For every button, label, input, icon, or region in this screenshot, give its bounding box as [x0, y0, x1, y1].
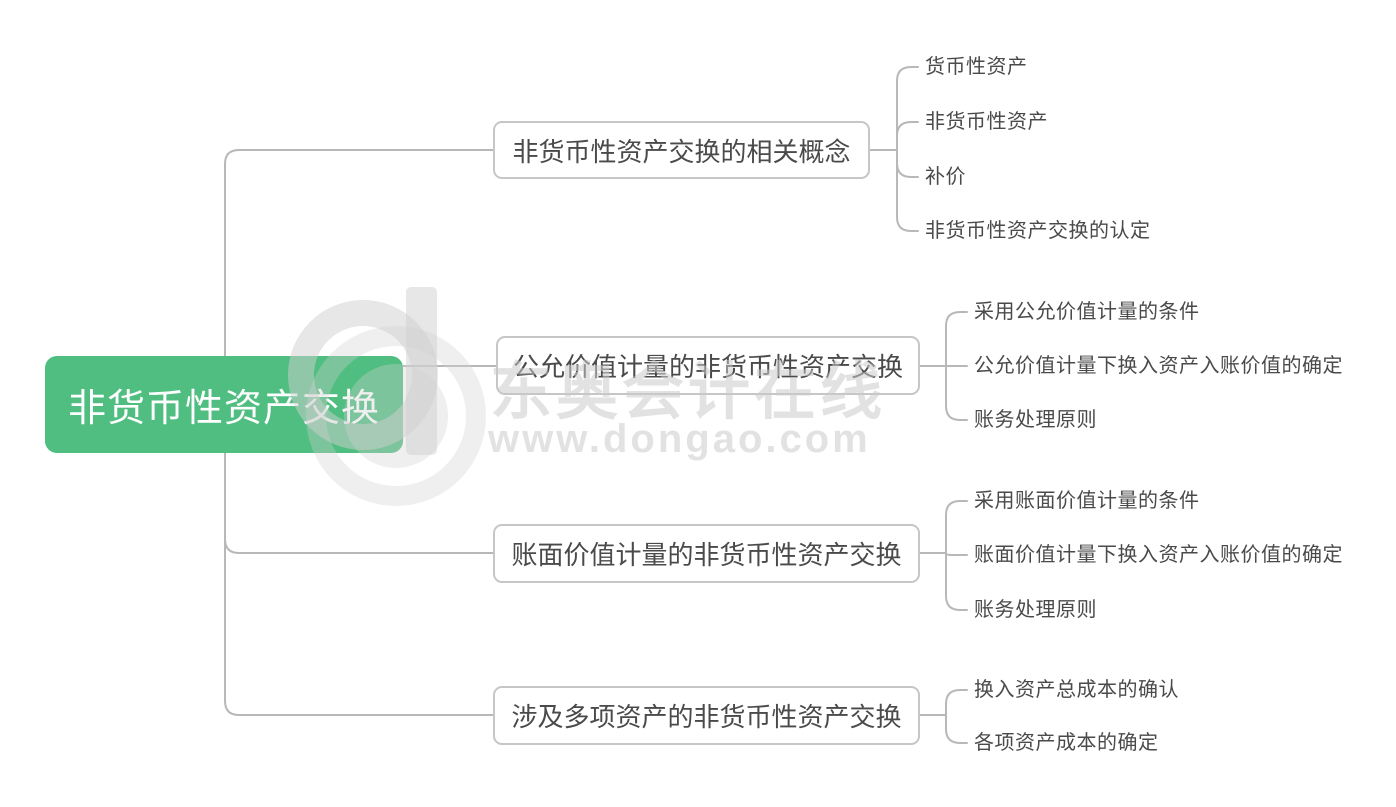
leaf-node[interactable]: 公允价值计量下换入资产入账价值的确定 — [974, 355, 1343, 377]
leaf-node[interactable]: 非货币性资产 — [925, 111, 1048, 133]
leaf-node[interactable]: 采用账面价值计量的条件 — [974, 490, 1200, 512]
leaf-node[interactable]: 补价 — [925, 166, 966, 188]
branch-node-label: 涉及多项资产的非货币性资产交换 — [511, 702, 902, 732]
branch-node-concepts[interactable]: 非货币性资产交换的相关概念 — [493, 121, 870, 179]
branch-node-label: 账面价值计量的非货币性资产交换 — [511, 540, 902, 570]
branch-node-book-value[interactable]: 账面价值计量的非货币性资产交换 — [493, 524, 920, 583]
leaf-node[interactable]: 各项资产成本的确定 — [974, 732, 1159, 754]
leaf-node[interactable]: 非货币性资产交换的认定 — [925, 220, 1151, 242]
branch-node-label: 非货币性资产交换的相关概念 — [512, 136, 851, 167]
branch-node-fair-value[interactable]: 公允价值计量的非货币性资产交换 — [496, 336, 920, 395]
leaf-node[interactable]: 换入资产总成本的确认 — [974, 679, 1179, 701]
root-node-label: 非货币性资产交换 — [67, 388, 380, 430]
branch-node-multiple-assets[interactable]: 涉及多项资产的非货币性资产交换 — [493, 686, 920, 745]
branch-node-label: 公允价值计量的非货币性资产交换 — [512, 352, 903, 382]
root-node[interactable]: 非货币性资产交换 — [45, 356, 403, 453]
leaf-node[interactable]: 账务处理原则 — [974, 599, 1097, 621]
leaf-node[interactable]: 货币性资产 — [925, 56, 1028, 78]
leaf-node[interactable]: 账务处理原则 — [974, 409, 1097, 431]
leaf-node[interactable]: 采用公允价值计量的条件 — [974, 301, 1200, 323]
leaf-node[interactable]: 账面价值计量下换入资产入账价值的确定 — [974, 544, 1343, 566]
